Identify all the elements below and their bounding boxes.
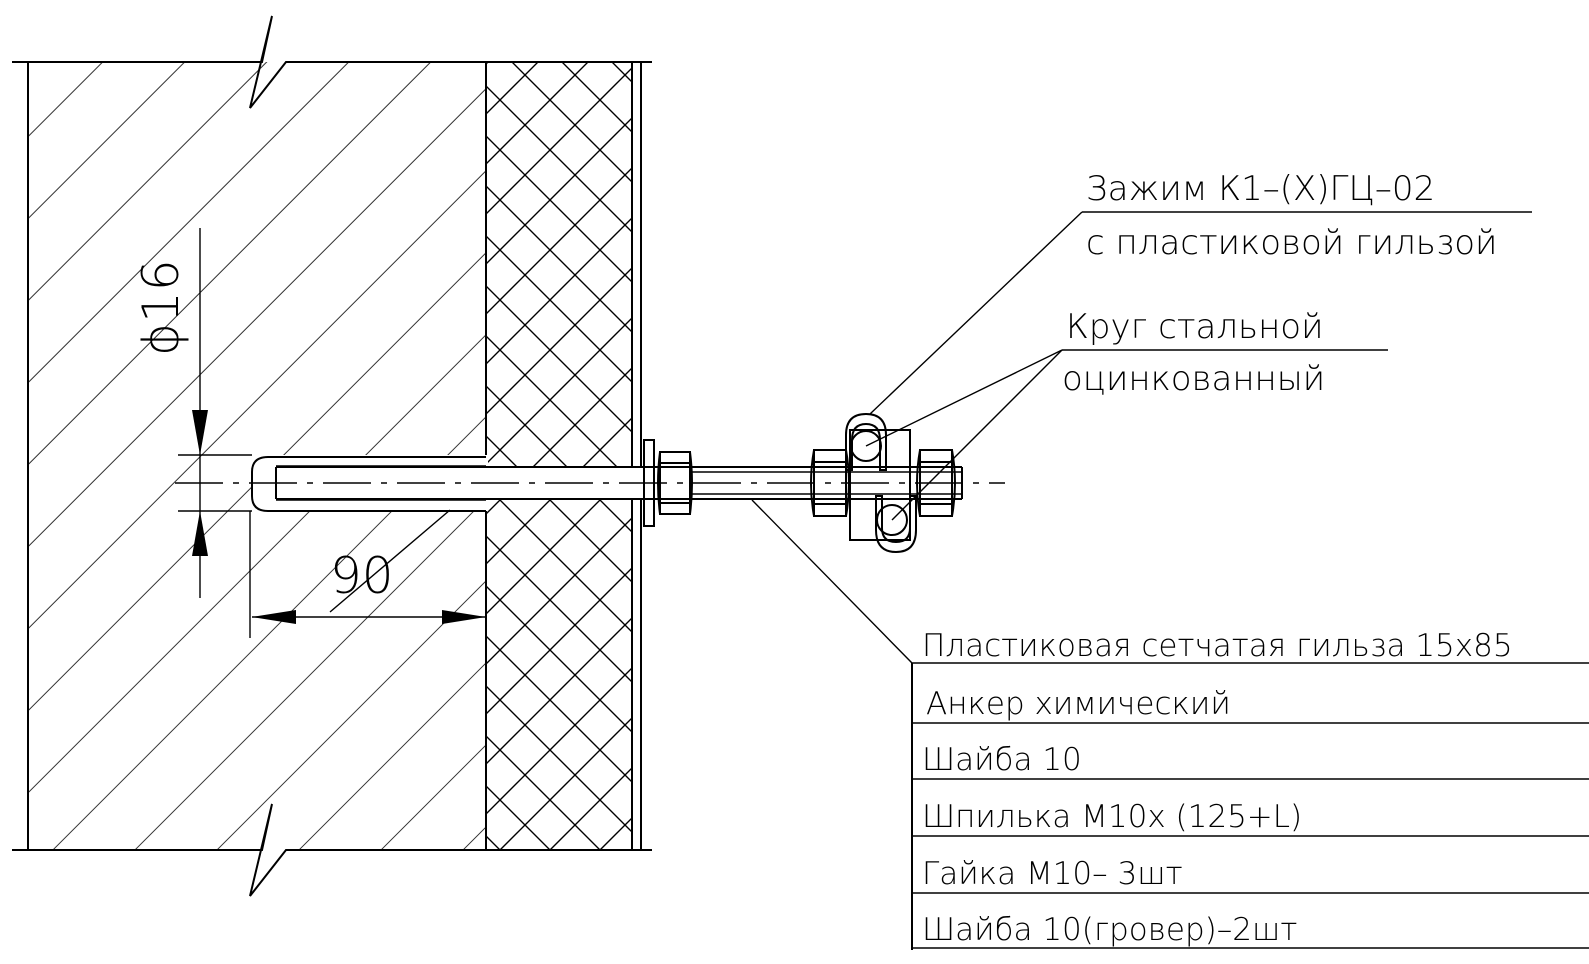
diameter-label: ϕ16 bbox=[132, 259, 190, 356]
rod-callout: Круг стальной оцинкованный bbox=[865, 307, 1388, 521]
washer-nut-wall bbox=[643, 439, 693, 527]
depth-dimension: 90 bbox=[249, 509, 486, 638]
spec-item-chem-anchor: Анкер химический bbox=[926, 686, 1231, 722]
diameter-dimension: ϕ16 bbox=[132, 228, 252, 598]
spec-item-spring-washer: Шайба 10(гровер)–2шт bbox=[922, 912, 1297, 948]
clamp-label-line1: Зажим К1–(Х)ГЦ–02 bbox=[1086, 169, 1435, 209]
spec-item-nut: Гайка М10– 3шт bbox=[922, 856, 1183, 892]
rod-label-line1: Круг стальной bbox=[1066, 307, 1324, 347]
clamp-label-line2: с пластиковой гильзой bbox=[1086, 223, 1497, 263]
spec-item-sleeve: Пластиковая сетчатая гильза 15х85 bbox=[922, 628, 1513, 664]
insulation-layer bbox=[486, 62, 642, 850]
clamp-assembly bbox=[810, 412, 956, 554]
rod-label-line2: оцинкованный bbox=[1062, 359, 1325, 399]
threaded-stud bbox=[175, 466, 1005, 500]
depth-label: 90 bbox=[330, 547, 394, 605]
spec-list: Пластиковая сетчатая гильза 15х85 Анкер … bbox=[751, 499, 1589, 950]
spec-item-washer: Шайба 10 bbox=[922, 742, 1082, 778]
spec-item-stud: Шпилька М10х (125+L) bbox=[922, 799, 1302, 835]
clamp-callout: Зажим К1–(Х)ГЦ–02 с пластиковой гильзой bbox=[869, 169, 1532, 415]
